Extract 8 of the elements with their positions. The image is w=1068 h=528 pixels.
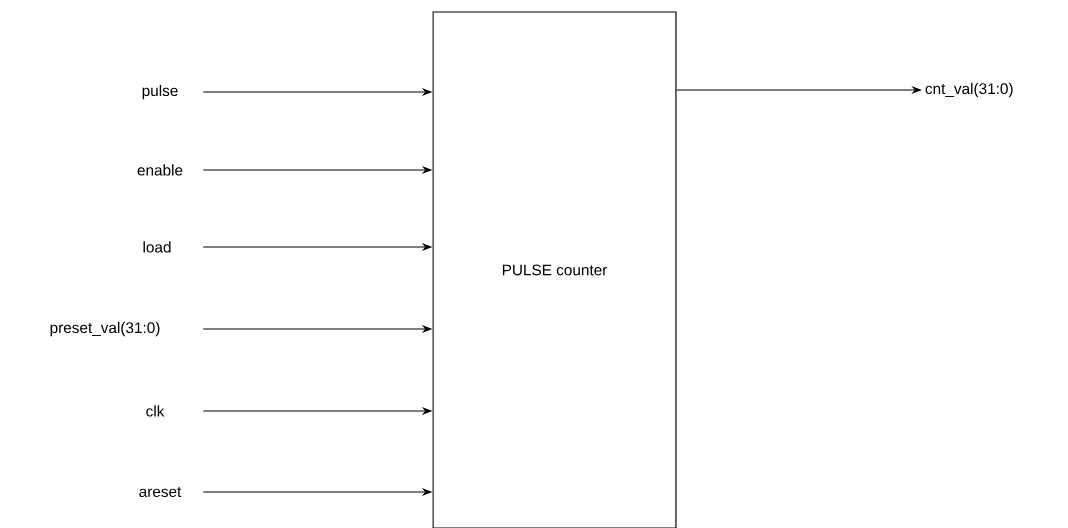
- signal-label: areset: [139, 486, 182, 497]
- block-box: PULSE counter: [432, 11, 677, 528]
- signal-label: clk: [146, 405, 165, 417]
- signal-label: enable: [137, 164, 183, 176]
- signal-label: pulse: [142, 84, 178, 100]
- signal-label: cnt_val(31:0): [925, 82, 1013, 98]
- signal-label: preset_val(31:0): [50, 321, 160, 337]
- signal-label: load: [143, 241, 171, 253]
